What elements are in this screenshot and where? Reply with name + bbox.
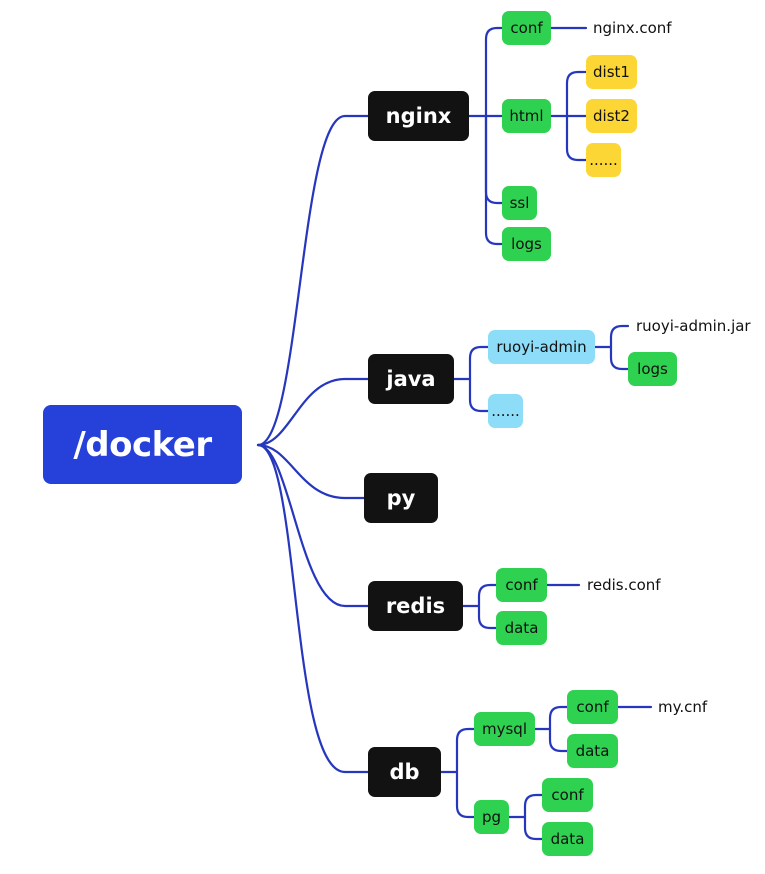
edge-root-db [256,443,370,774]
mysql-data-folder[interactable]: data [567,734,618,768]
edge-redis-data [477,604,498,630]
connector-lines [256,26,653,841]
nginx-conf-folder[interactable]: conf [502,11,551,45]
mysql-conf-file: my.cnf [658,698,708,716]
dir-java[interactable]: java [368,354,454,404]
edge-db-mysql [455,727,476,774]
ruoyi-logs-folder[interactable]: logs [628,352,677,386]
ruoyi-admin-jar-file: ruoyi-admin.jar [636,317,751,335]
redis-conf-file: redis.conf [587,576,661,594]
nginx-conf-file: nginx.conf [593,19,672,37]
mysql-conf-folder[interactable]: conf [567,690,618,724]
edge-ruoyi-jar [609,324,630,349]
edge-html-more [565,114,588,162]
edge-nginx-logs [484,114,504,246]
edge-pg-data [523,815,544,841]
nginx-ssl-folder[interactable]: ssl [502,186,537,220]
html-dist1-folder[interactable]: dist1 [586,55,637,89]
edge-pg-conf [523,793,544,819]
root-node[interactable]: /docker [43,405,242,484]
dir-redis[interactable]: redis [368,581,463,631]
db-mysql-folder[interactable]: mysql [474,712,535,746]
edge-root-py [256,443,366,500]
html-dist2-folder[interactable]: dist2 [586,99,637,133]
edge-redis-conf [477,583,498,608]
pg-data-folder[interactable]: data [542,822,593,856]
dir-py[interactable]: py [364,473,438,523]
java-ruoyi-admin-folder[interactable]: ruoyi-admin [488,330,595,364]
edge-nginx-conf [484,26,504,118]
dir-db[interactable]: db [368,747,441,797]
redis-conf-folder[interactable]: conf [496,568,547,602]
edge-db-pg [455,770,476,819]
edge-root-java [256,377,370,447]
pg-conf-folder[interactable]: conf [542,778,593,812]
edge-nginx-ssl [484,114,504,205]
redis-data-folder[interactable]: data [496,611,547,645]
db-pg-folder[interactable]: pg [474,800,509,834]
edge-root-redis [256,443,370,608]
html-more-folder[interactable]: ...... [586,143,621,177]
java-more-folder[interactable]: ...... [488,394,523,428]
edge-html-dist1 [565,70,588,118]
nginx-html-folder[interactable]: html [502,99,551,133]
edge-java-more [468,377,490,413]
dir-nginx[interactable]: nginx [368,91,469,141]
edge-root-nginx [256,114,370,447]
edge-mysql-data [548,727,569,753]
edge-java-ruoyi [468,345,490,381]
edge-ruoyi-logs [609,345,630,371]
edge-mysql-conf [548,705,569,731]
nginx-logs-folder[interactable]: logs [502,227,551,261]
